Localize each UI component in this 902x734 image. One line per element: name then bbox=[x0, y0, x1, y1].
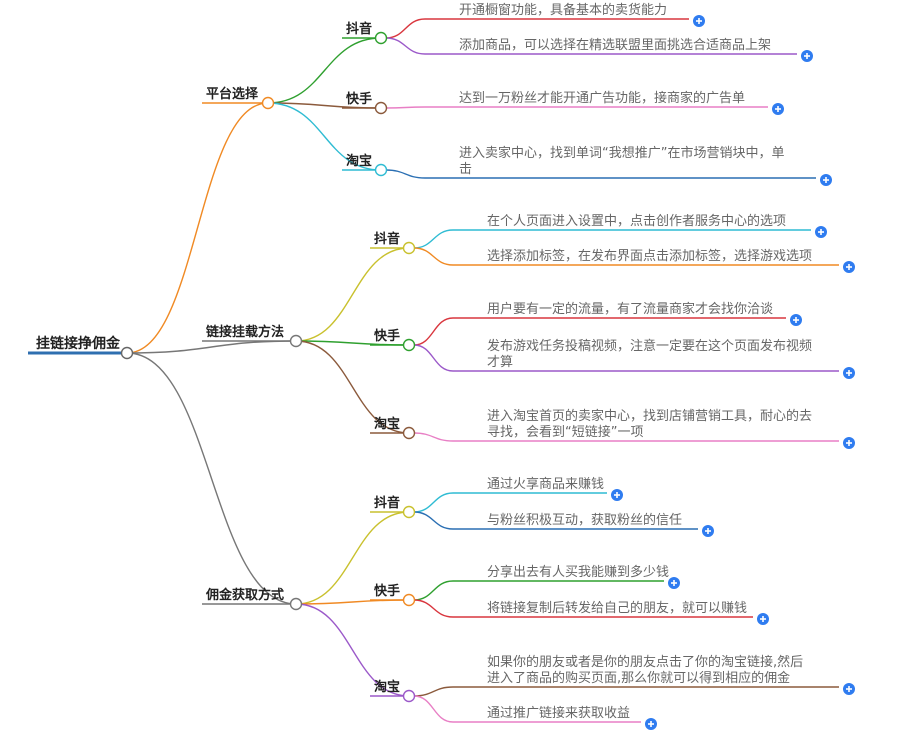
leaf-text: 分享出去有人买我能赚到多少钱 bbox=[487, 564, 669, 580]
platform-node-circle[interactable] bbox=[402, 689, 416, 703]
leaf-text: 添加商品，可以选择在精选联盟里面挑选合适商品上架 bbox=[459, 38, 771, 53]
branch-node-circle[interactable] bbox=[289, 334, 303, 348]
sub-branch-connector bbox=[295, 247, 410, 342]
expand-plus-icon[interactable] bbox=[801, 50, 813, 62]
expand-plus-icon[interactable] bbox=[815, 226, 827, 238]
leaf-connector bbox=[413, 599, 454, 618]
leaf-text: 与粉丝积极互动，获取粉丝的信任 bbox=[487, 512, 682, 528]
leaf-text: 达到一万粉丝才能开通广告功能，接商家的广告单 bbox=[459, 90, 745, 106]
platform-label: 快手 bbox=[374, 328, 400, 344]
platform-label: 抖音 bbox=[374, 231, 400, 247]
leaf-text: 发布游戏任务投稿视频，注意一定要在这个页面发布视频 bbox=[487, 338, 812, 354]
leaf-text: 进入了商品的购买页面,那么你就可以得到相应的佣金 bbox=[487, 670, 790, 686]
platform-node-circle[interactable] bbox=[374, 163, 388, 177]
leaf-connector bbox=[413, 511, 454, 530]
sub-branch-connector bbox=[295, 511, 410, 605]
platform-label: 快手 bbox=[346, 91, 372, 107]
leaf-connector bbox=[413, 344, 454, 372]
leaf-text: 选择添加标签，在发布界面点击添加标签，选择游戏选项 bbox=[487, 248, 812, 264]
sub-branch-connector bbox=[295, 340, 410, 434]
platform-node-circle[interactable] bbox=[402, 426, 416, 440]
leaf-connector bbox=[413, 695, 454, 723]
leaf-connector bbox=[413, 492, 454, 513]
branch-node-circle[interactable] bbox=[261, 96, 275, 110]
expand-plus-icon[interactable] bbox=[843, 261, 855, 273]
leaf-connector bbox=[385, 18, 426, 39]
leaf-text: 进入淘宝首页的卖家中心，找到店铺营销工具，耐心的去 bbox=[487, 408, 812, 424]
expand-plus-icon[interactable] bbox=[693, 15, 705, 27]
sub-branch-connector bbox=[295, 603, 410, 697]
leaf-connector bbox=[413, 247, 454, 266]
root-title: 挂链接挣佣金 bbox=[36, 335, 121, 352]
platform-node-circle[interactable] bbox=[374, 101, 388, 115]
platform-label: 淘宝 bbox=[374, 679, 400, 695]
root-node-circle[interactable] bbox=[120, 346, 134, 360]
platform-node-circle[interactable] bbox=[402, 241, 416, 255]
leaf-text: 用户要有一定的流量，有了流量商家才会找你洽谈 bbox=[487, 301, 773, 317]
branch-title: 链接挂载方法 bbox=[205, 324, 284, 340]
leaf-text: 才算 bbox=[487, 355, 513, 370]
platform-node-circle[interactable] bbox=[402, 593, 416, 607]
expand-plus-icon[interactable] bbox=[757, 613, 769, 625]
expand-plus-icon[interactable] bbox=[668, 577, 680, 589]
expand-plus-icon[interactable] bbox=[843, 437, 855, 449]
leaf-text: 通过火享商品来赚钱 bbox=[487, 476, 604, 492]
leaf-text: 击 bbox=[459, 162, 472, 177]
platform-label: 抖音 bbox=[374, 495, 400, 511]
platform-label: 淘宝 bbox=[374, 416, 400, 432]
leaf-text: 寻找，会看到“短链接”一项 bbox=[487, 424, 643, 440]
expand-plus-icon[interactable] bbox=[820, 174, 832, 186]
branch-connector bbox=[126, 340, 297, 354]
platform-label: 淘宝 bbox=[346, 153, 372, 169]
expand-plus-icon[interactable] bbox=[843, 683, 855, 695]
leaf-text: 通过推广链接来获取收益 bbox=[487, 705, 630, 721]
leaf-text: 进入卖家中心，找到单词“我想推广”在市场营销块中，单 bbox=[459, 145, 784, 161]
leaf-connector bbox=[413, 229, 454, 249]
leaf-connector bbox=[413, 686, 454, 697]
expand-plus-icon[interactable] bbox=[645, 718, 657, 730]
expand-plus-icon[interactable] bbox=[843, 367, 855, 379]
platform-node-circle[interactable] bbox=[402, 338, 416, 352]
branch-title: 平台选择 bbox=[206, 86, 259, 102]
platform-label: 抖音 bbox=[346, 21, 372, 37]
platform-label: 快手 bbox=[374, 583, 400, 599]
sub-branch-connector bbox=[267, 102, 382, 171]
sub-branch-connector bbox=[267, 37, 382, 104]
leaf-text: 如果你的朋友或者是你的朋友点击了你的淘宝链接,然后 bbox=[487, 654, 803, 670]
leaf-text: 将链接复制后转发给自己的朋友，就可以赚钱 bbox=[487, 600, 747, 616]
leaf-text: 在个人页面进入设置中，点击创作者服务中心的选项 bbox=[487, 213, 786, 229]
expand-plus-icon[interactable] bbox=[790, 314, 802, 326]
leaf-connector bbox=[413, 317, 454, 346]
branch-connector bbox=[126, 352, 297, 605]
leaf-connector bbox=[385, 169, 426, 179]
expand-plus-icon[interactable] bbox=[772, 103, 784, 115]
platform-node-circle[interactable] bbox=[402, 505, 416, 519]
expand-plus-icon[interactable] bbox=[702, 525, 714, 537]
branch-node-circle[interactable] bbox=[289, 597, 303, 611]
platform-node-circle[interactable] bbox=[374, 31, 388, 45]
branch-connector bbox=[126, 102, 269, 354]
branch-title: 佣金获取方式 bbox=[205, 587, 284, 603]
leaf-connector bbox=[385, 106, 426, 109]
leaf-connector bbox=[413, 432, 454, 442]
leaf-connector bbox=[413, 580, 454, 601]
leaf-text: 开通橱窗功能，具备基本的卖货能力 bbox=[459, 2, 667, 18]
leaf-connector bbox=[385, 37, 426, 55]
expand-plus-icon[interactable] bbox=[611, 489, 623, 501]
